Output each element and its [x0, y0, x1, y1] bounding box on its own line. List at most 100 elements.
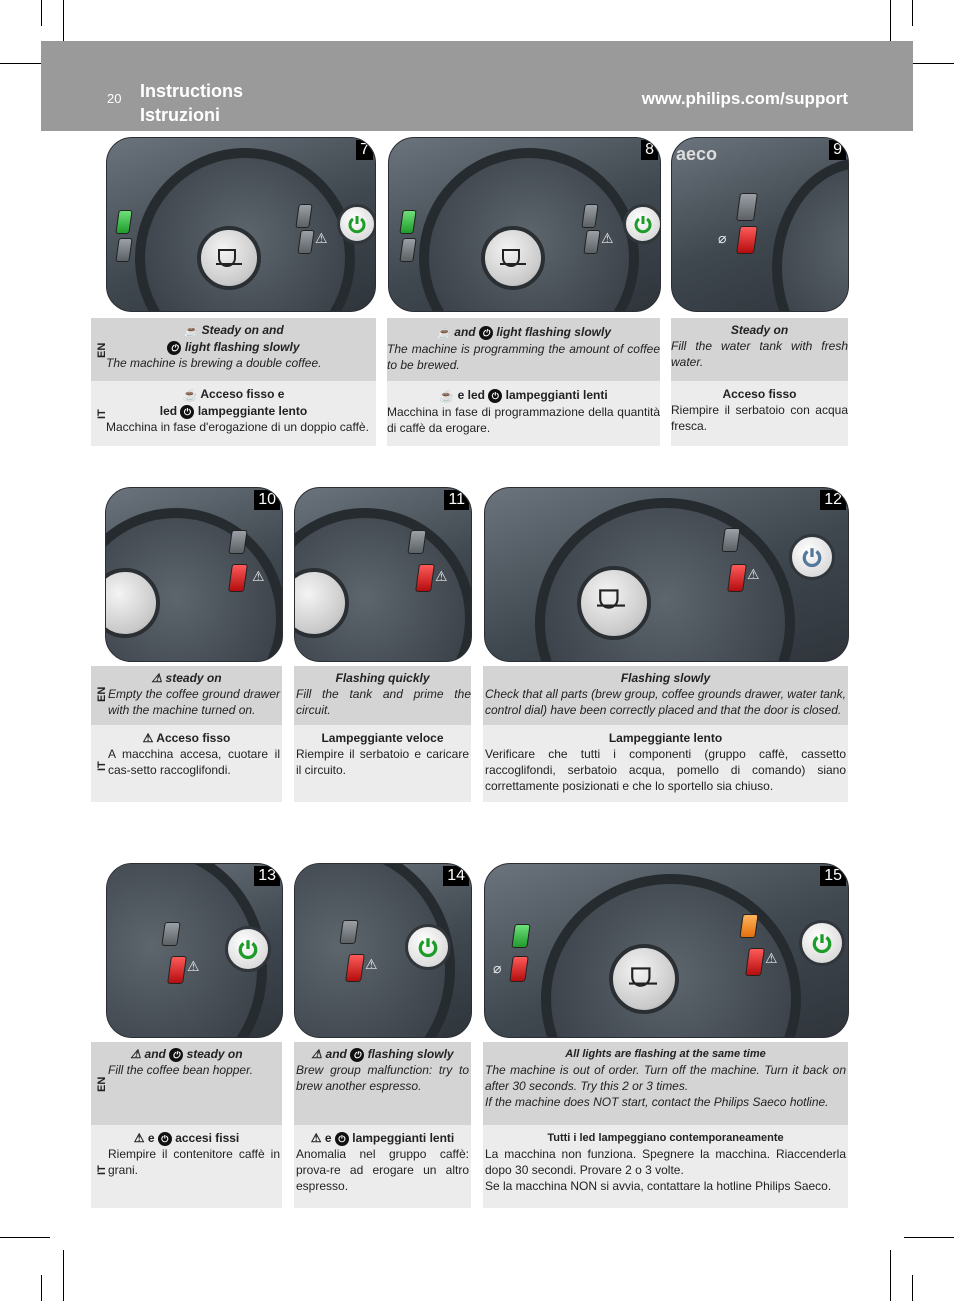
water-icon: ⌀ [493, 960, 502, 976]
warning-icon: ⚠ [435, 568, 448, 584]
power-icon [799, 920, 845, 966]
en-section: Flashing slowly Check that all parts (br… [483, 666, 848, 725]
info-cell-7: EN ☕ Steady on and ⏻ light flashing slow… [91, 318, 376, 446]
en-section: All lights are flashing at the same time… [483, 1042, 848, 1125]
lang-label: IT [96, 761, 108, 771]
machine-photo-11: ⚠ 11 [294, 487, 472, 662]
power-icon: ⏻ [334, 1131, 349, 1146]
power-icon: ⏻ [157, 1131, 172, 1146]
led-aqua [736, 226, 758, 254]
en-section: ⚠ and ⏻ flashing slowly Brew group malfu… [294, 1042, 471, 1125]
warning-icon: ⚠ [187, 958, 200, 974]
led-steam [228, 530, 248, 554]
lang-label: IT [96, 1165, 108, 1175]
power-icon: ⏻ [350, 1047, 365, 1062]
it-section: IT ⚠ e ⏻ accesi fissi Riempire il conten… [91, 1125, 282, 1208]
figure-number: 11 [444, 490, 469, 510]
warning-icon: ⚠ [130, 1047, 142, 1061]
info-cell-9: Steady on Fill the water tank with fresh… [671, 318, 848, 446]
it-section: IT ⚠ Acceso fisso A macchina accesa, cuo… [91, 725, 282, 802]
crop-mark [0, 1237, 50, 1238]
machine-photo-8: ⚠ 8 [388, 137, 661, 312]
led-double-coffee [736, 193, 758, 221]
machine-photo-12: ⚠ 12 [484, 487, 849, 662]
figure-number: 9 [829, 140, 846, 160]
crop-mark [912, 1275, 913, 1301]
power-icon: ⏻ [478, 325, 493, 340]
crop-mark [904, 63, 954, 64]
it-section: ⚠ e ⏻ lampeggianti lenti Anomalia nel gr… [294, 1125, 471, 1208]
led-double-coffee [399, 210, 417, 234]
crop-mark [63, 0, 64, 50]
led-aqua [115, 238, 133, 262]
en-section: EN ☕ Steady on and ⏻ light flashing slow… [91, 318, 376, 381]
page-header: 20 Instructions Istruzioni www.philips.c… [41, 41, 913, 131]
warning-icon: ⚠ [310, 1131, 322, 1145]
power-icon: ⏻ [180, 404, 195, 419]
crop-mark [63, 1250, 64, 1301]
power-icon [225, 926, 271, 972]
figure-number: 14 [443, 866, 469, 886]
warning-icon: ⚠ [315, 230, 328, 246]
it-section: IT ☕ Acceso fisso e led ⏻ lampeggiante l… [91, 381, 376, 446]
crop-mark [904, 1237, 954, 1238]
power-icon [789, 534, 835, 580]
double-coffee-icon: ☕ [435, 325, 451, 340]
water-icon: ⌀ [718, 230, 727, 246]
warning-icon: ⚠ [747, 566, 760, 582]
warning-icon: ⚠ [601, 230, 614, 246]
led-steam [721, 528, 741, 552]
crop-mark [912, 0, 913, 26]
title-en: Instructions [140, 81, 244, 101]
figure-number: 13 [254, 866, 280, 886]
power-icon: ⏻ [169, 1047, 184, 1062]
info-cell-8: ☕ and ⏻ light flashing slowly The machin… [387, 318, 660, 446]
figure-number: 10 [254, 490, 280, 510]
machine-photo-7: ⚠ 7 [106, 137, 376, 312]
coffee-dial [577, 566, 651, 640]
coffee-dial [609, 944, 679, 1014]
en-section: EN ⚠ steady on Empty the coffee ground d… [91, 666, 282, 725]
lang-label: EN [96, 686, 108, 702]
coffee-dial [481, 226, 545, 290]
power-icon [623, 204, 660, 244]
figure-number: 7 [356, 140, 373, 160]
warning-icon: ⚠ [142, 731, 154, 745]
info-cell-14: ⚠ and ⏻ flashing slowly Brew group malfu… [294, 1042, 471, 1208]
info-cell-12: Flashing slowly Check that all parts (br… [483, 666, 848, 802]
warning-icon: ⚠ [365, 956, 378, 972]
page-title: Instructions Istruzioni [140, 79, 243, 127]
en-section: Steady on Fill the water tank with fresh… [671, 318, 848, 381]
lang-label: EN [96, 342, 108, 358]
en-section: ☕ and ⏻ light flashing slowly The machin… [387, 318, 660, 381]
lang-label: EN [96, 1076, 108, 1092]
crop-mark [890, 0, 891, 50]
it-section: ☕ e led ⏻ lampeggianti lenti Macchina in… [387, 381, 660, 446]
warning-icon: ⚠ [765, 950, 778, 966]
crop-mark [0, 63, 50, 64]
double-coffee-icon: ☕ [183, 323, 199, 338]
en-section: Flashing quickly Fill the tank and prime… [294, 666, 471, 725]
power-icon: ⏻ [167, 340, 182, 355]
led-aqua [509, 956, 529, 982]
led-double-coffee [115, 210, 133, 234]
power-icon: ⏻ [488, 388, 503, 403]
warning-icon: ⚠ [252, 568, 265, 584]
double-coffee-icon: ☕ [439, 388, 455, 403]
led-double-coffee [511, 924, 531, 948]
power-icon [405, 924, 451, 970]
it-section: Tutti i led lampeggiano contemporaneamen… [483, 1125, 848, 1208]
warning-icon: ⚠ [311, 1047, 323, 1061]
warning-icon: ⚠ [133, 1131, 145, 1145]
warning-icon: ⚠ [151, 671, 163, 685]
crop-mark [41, 1275, 42, 1301]
page-number: 20 [107, 91, 122, 106]
double-coffee-icon: ☕ [182, 387, 198, 402]
machine-photo-10: ⚠ 10 [105, 487, 283, 662]
power-icon [337, 204, 375, 244]
machine-photo-9: aeco ⌀ 9 [671, 137, 849, 312]
led-aqua [399, 238, 417, 262]
crop-mark [890, 1250, 891, 1301]
led-steam [739, 914, 759, 938]
machine-photo-15: ⌀ ⚠ 15 [484, 863, 849, 1038]
